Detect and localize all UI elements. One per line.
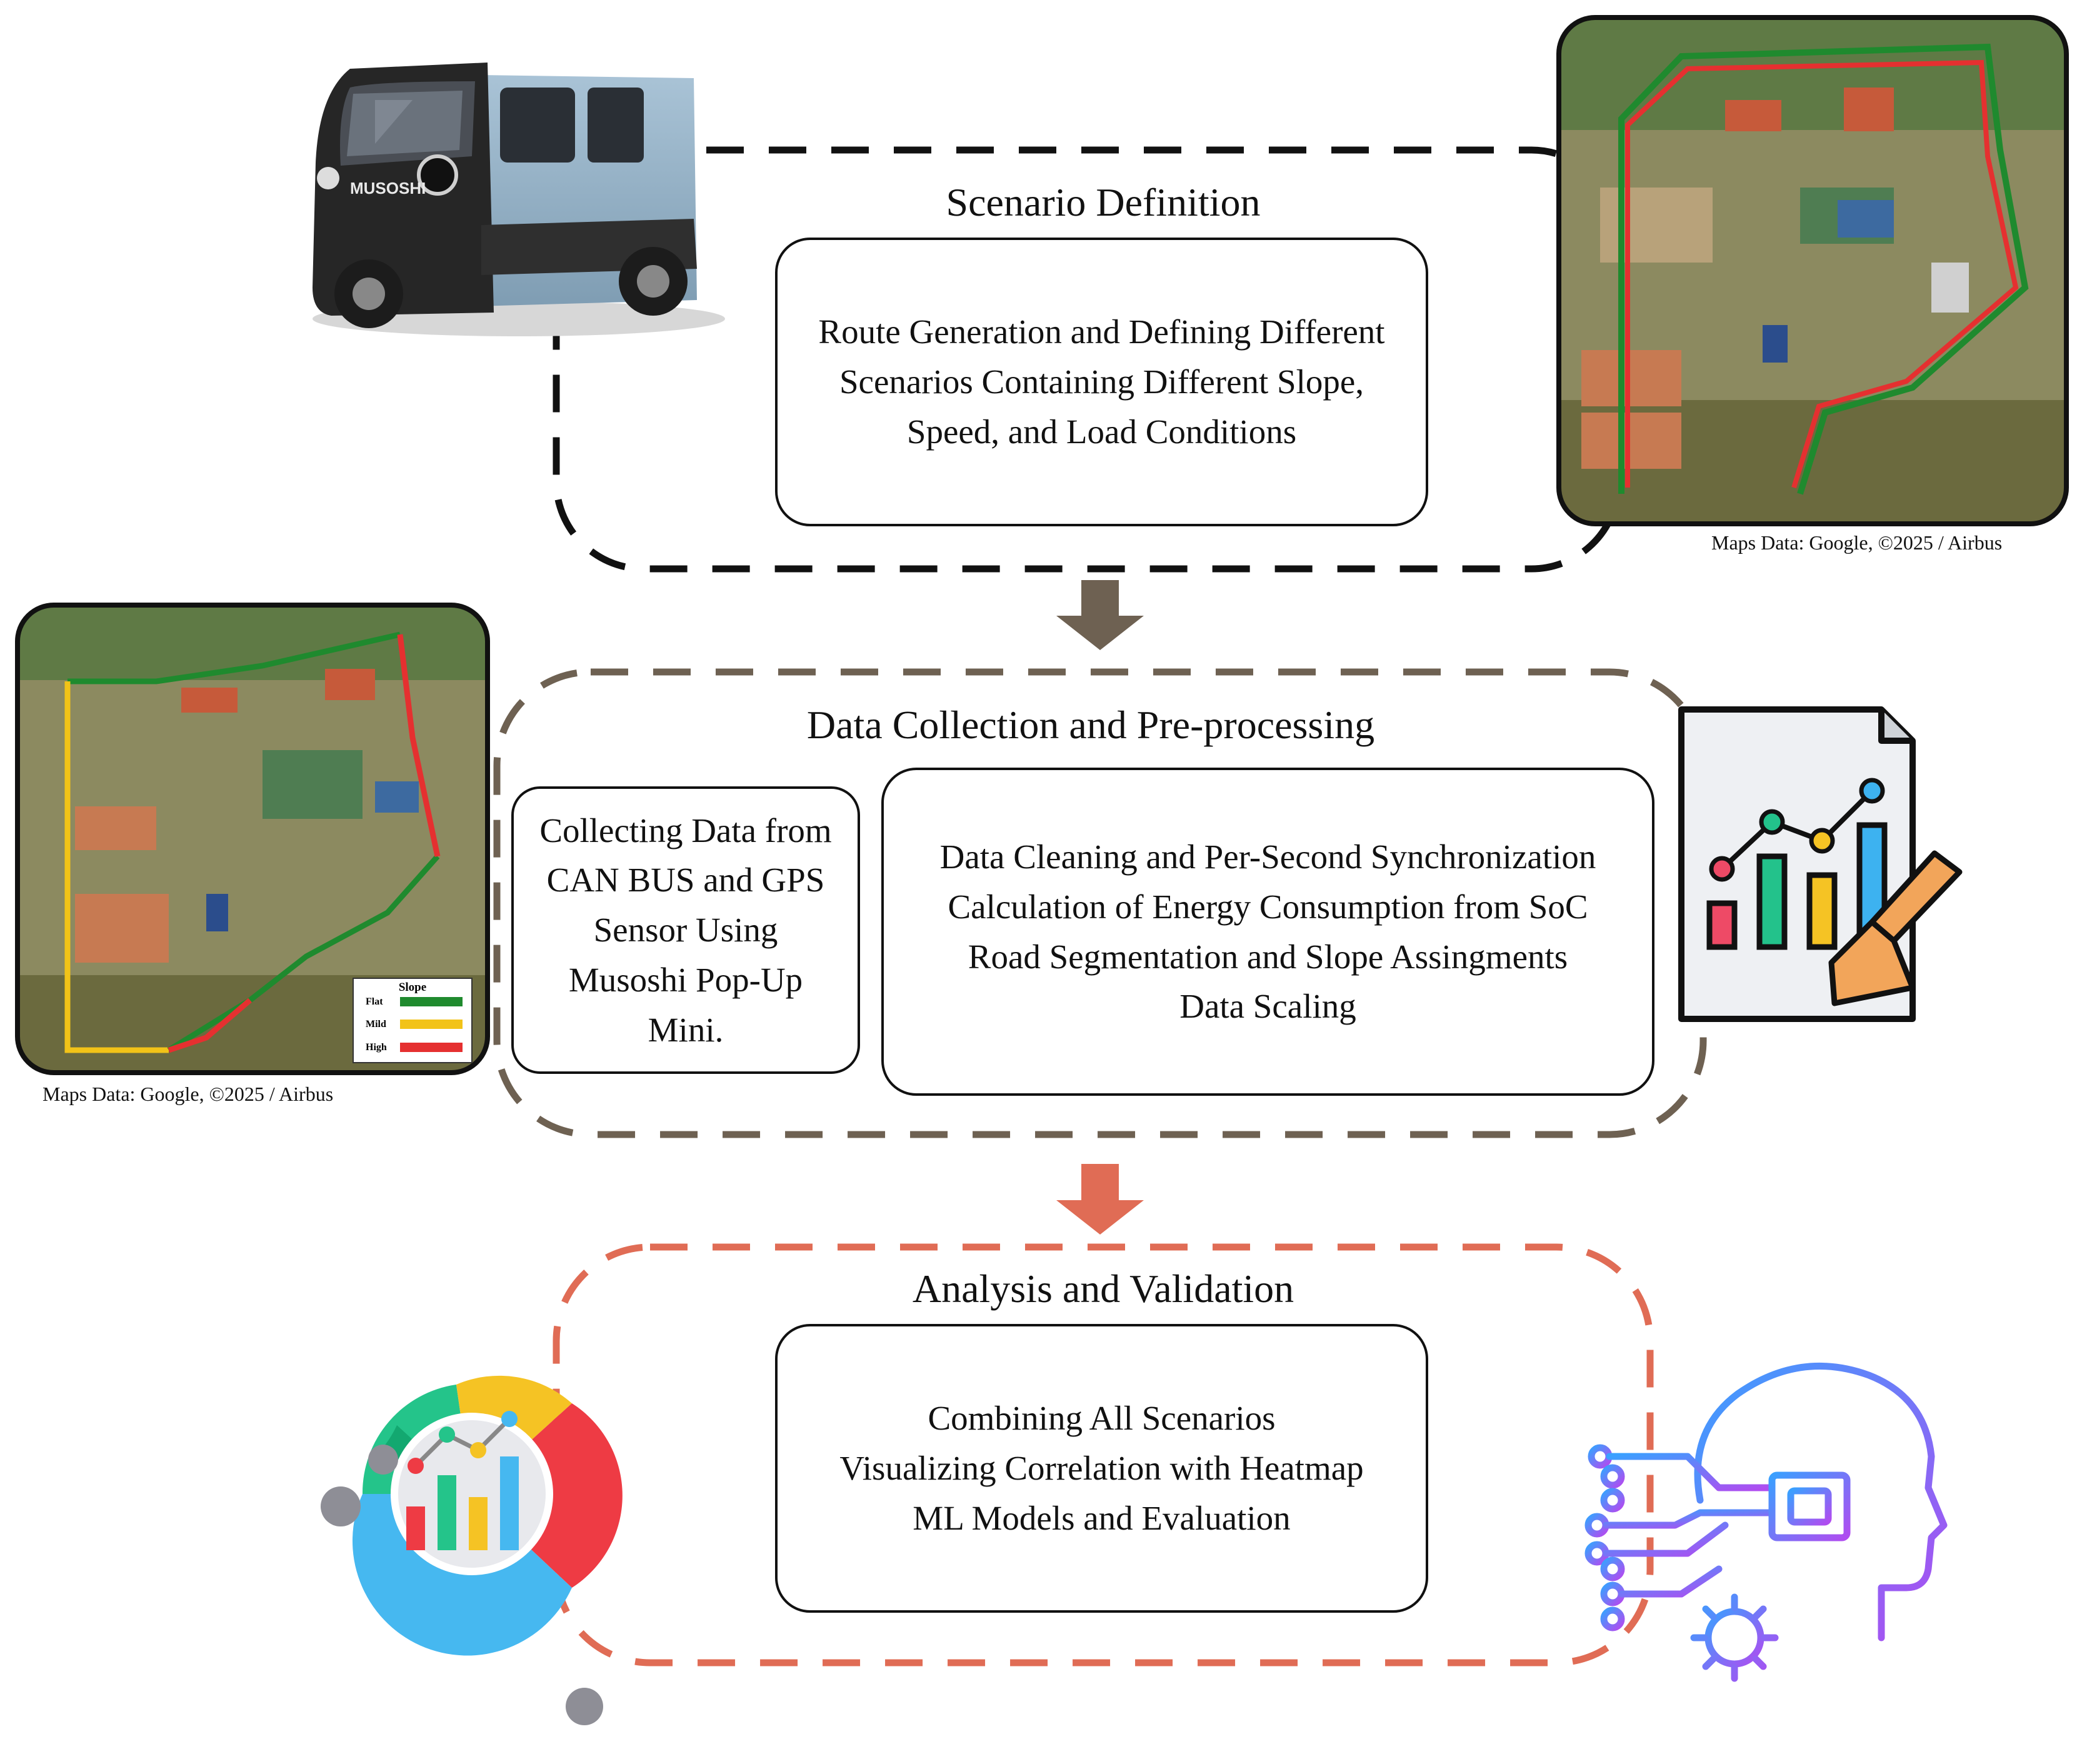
arrow-down-stage1-to-stage2 [1056, 580, 1144, 650]
stage2-right-line-4: Data Scaling [1179, 987, 1356, 1026]
map-left-credit: Maps Data: Google, ©2025 / Airbus [43, 1083, 334, 1105]
stage1-line-1: Route Generation and Defining Different [818, 313, 1385, 351]
stage3-line-1: Combining All Scenarios [928, 1399, 1276, 1438]
stage2-right-line-3: Road Segmentation and Slope Assingments [968, 937, 1568, 976]
ai-head-icon [1584, 1362, 1948, 1682]
stage2-right-line-2: Calculation of Energy Consumption from S… [948, 887, 1588, 926]
stage2-right-line-1: Data Cleaning and Per-Second Synchroniza… [939, 838, 1596, 876]
arrow-down-stage2-to-stage3 [1056, 1164, 1144, 1235]
stage2-left-line-1: Collecting Data from [539, 811, 832, 849]
slope-legend-swatch-high [400, 1043, 463, 1052]
stage2-left-line-2: CAN BUS and GPS [546, 861, 825, 900]
analytics-dashboard-icon [321, 1375, 623, 1725]
stage1-description-box: Route Generation and Defining Different … [775, 238, 1428, 526]
slope-legend-label-high: High [366, 1042, 387, 1053]
van-illustration: MUSOSHI [313, 63, 725, 336]
stage1-line-2: Scenarios Containing Different Slope, [839, 363, 1364, 401]
stage1-line-3: Speed, and Load Conditions [906, 412, 1297, 451]
stage3-line-2: Visualizing Correlation with Heatmap [839, 1449, 1364, 1488]
slope-legend-label-flat: Flat [366, 996, 383, 1007]
slope-legend-swatch-flat [400, 997, 463, 1006]
stage2-processing-box: Data Cleaning and Per-Second Synchroniza… [881, 768, 1654, 1096]
stage2-container [493, 668, 1707, 1138]
slope-legend-swatch-mild [400, 1020, 463, 1029]
slope-legend-label-mild: Mild [366, 1019, 386, 1030]
data-cleaning-document-icon [1678, 706, 1963, 1022]
stage2-left-line-5: Mini. [648, 1010, 724, 1049]
route-map-top [1559, 18, 2066, 524]
stage2-title: Data Collection and Pre-processing [806, 703, 1375, 747]
slope-legend: Slope Flat Mild High [353, 978, 473, 1063]
stage1-title: Scenario Definition [946, 180, 1261, 224]
stage2-left-line-4: Musoshi Pop-Up [568, 960, 803, 999]
map-top-credit: Maps Data: Google, ©2025 / Airbus [1711, 531, 2003, 554]
stage3-description-box: Combining All Scenarios Visualizing Corr… [775, 1324, 1428, 1613]
van-brand-label: MUSOSHI [350, 179, 426, 198]
route-map-left-frame [15, 603, 490, 1075]
stage3-line-3: ML Models and Evaluation [913, 1498, 1291, 1537]
slope-legend-title: Slope [399, 981, 426, 994]
stage2-sensor-box: Collecting Data from CAN BUS and GPS Sen… [511, 786, 860, 1074]
stage2-left-line-3: Sensor Using [593, 911, 778, 950]
route-map-top-frame [1556, 15, 2069, 526]
stage3-title: Analysis and Validation [912, 1266, 1294, 1311]
